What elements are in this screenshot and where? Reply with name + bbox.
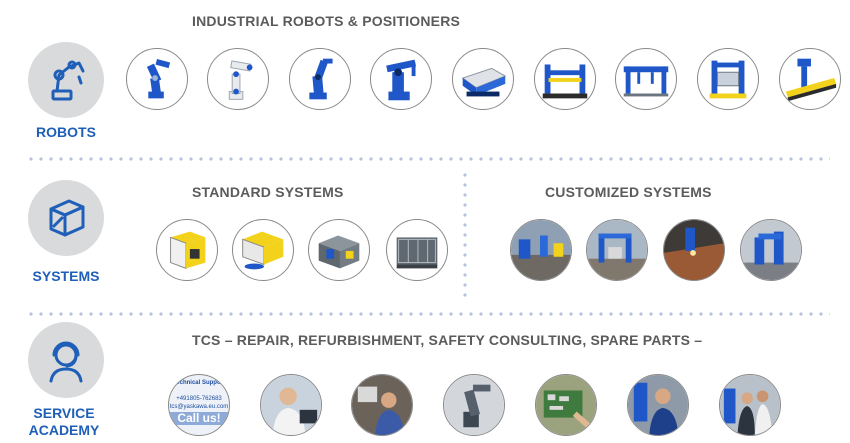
thumb-6-axis-robot-small[interactable] [126, 48, 188, 110]
service-label-line2[interactable]: ACADEMY [28, 422, 100, 438]
robots-heading: INDUSTRIAL ROBOTS & POSITIONERS [192, 13, 461, 29]
hotline-email: tcs@yaskawa.eu.com [169, 404, 229, 410]
thumb-welding-photo[interactable] [663, 219, 725, 281]
thumb-grey-cell-unit[interactable] [308, 219, 370, 281]
thumb-welding-booth[interactable] [386, 219, 448, 281]
thumb-support-agent-photo[interactable] [260, 374, 322, 436]
thumb-compact-cell-yellow[interactable] [156, 219, 218, 281]
headset-person-icon[interactable] [28, 322, 104, 398]
thumb-hotline-card[interactable]: Technical Support +491805-762683 tcs@yas… [168, 374, 230, 436]
robot-arm-icon[interactable] [28, 42, 104, 118]
customized-systems-heading: CUSTOMIZED SYSTEMS [545, 184, 712, 200]
hotline-cta: Call us! [169, 412, 229, 425]
robots-label[interactable]: ROBOTS [36, 124, 96, 140]
thumb-turntable-positioner[interactable] [452, 48, 514, 110]
thumb-collaborative-robot[interactable] [207, 48, 269, 110]
thumb-tilt-rotate-positioner[interactable] [697, 48, 759, 110]
thumb-assembly-line-photo[interactable] [586, 219, 648, 281]
thumb-palletizing-robot[interactable] [370, 48, 432, 110]
hotline-title: Technical Support [173, 380, 225, 386]
divider-systems-service [26, 312, 830, 316]
cell-cube-icon[interactable] [28, 180, 104, 256]
service-label-line1[interactable]: SERVICE [33, 405, 95, 421]
thumb-linear-track-positioner[interactable] [779, 48, 841, 110]
service-heading: TCS – REPAIR, REFURBISHMENT, SAFETY CONS… [192, 332, 703, 348]
thumb-academy-group-photo[interactable] [719, 374, 781, 436]
thumb-6-axis-robot-arc[interactable] [289, 48, 351, 110]
thumb-robot-repair-photo[interactable] [443, 374, 505, 436]
thumb-electronics-repair-photo[interactable] [535, 374, 597, 436]
divider-standard-customized [463, 170, 467, 302]
systems-label[interactable]: SYSTEMS [32, 268, 100, 284]
thumb-compact-cell-turntable[interactable] [232, 219, 294, 281]
thumb-ferris-wheel-positioner[interactable] [615, 48, 677, 110]
thumb-technician-photo[interactable] [627, 374, 689, 436]
hotline-phone: +491805-762683 [176, 396, 222, 402]
divider-robots-systems [26, 157, 830, 161]
thumb-training-photo[interactable] [351, 374, 413, 436]
thumb-robot-cell-photo[interactable] [740, 219, 802, 281]
standard-systems-heading: STANDARD SYSTEMS [192, 184, 344, 200]
thumb-factory-line-photo[interactable] [510, 219, 572, 281]
thumb-two-station-positioner[interactable] [534, 48, 596, 110]
